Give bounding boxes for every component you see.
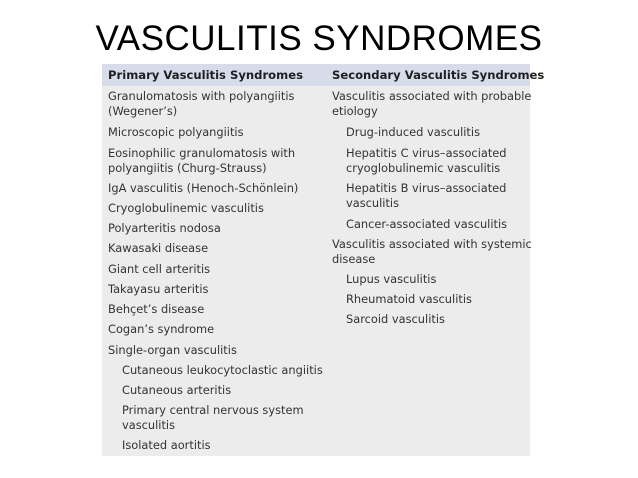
syndromes-table: Primary Vasculitis Syndromes Secondary V…	[102, 64, 544, 456]
list-item: Primary central nervous system vasculiti…	[122, 403, 304, 432]
table-header: Primary Vasculitis Syndromes Secondary V…	[102, 64, 544, 86]
list-item: Lupus vasculitis	[346, 272, 437, 286]
list-item: Granulomatosis with polyangiitis (Wegene…	[108, 89, 295, 118]
list-item: Rheumatoid vasculitis	[346, 292, 472, 306]
list-item: IgA vasculitis (Henoch-Schönlein)	[108, 181, 299, 195]
list-item: Kawasaki disease	[108, 241, 209, 255]
list-item: Vasculitis associated with probable etio…	[332, 89, 532, 118]
header-secondary: Secondary Vasculitis Syndromes	[332, 68, 545, 82]
list-item: Drug-induced vasculitis	[346, 125, 481, 139]
list-item: Takayasu arteritis	[108, 282, 209, 296]
list-item: Cutaneous arteritis	[122, 383, 232, 397]
list-item: Microscopic polyangiitis	[108, 125, 244, 139]
list-item: Giant cell arteritis	[108, 262, 211, 276]
list-item: Hepatitis B virus–associated vasculitis	[346, 181, 507, 210]
list-item: Polyarteritis nodosa	[108, 221, 221, 235]
list-item: Cancer-associated vasculitis	[346, 217, 508, 231]
list-item: Cryoglobulinemic vasculitis	[108, 201, 264, 215]
list-item: Behçet’s disease	[108, 302, 205, 316]
slide-title: VASCULITIS SYNDROMES	[95, 19, 543, 58]
list-item: Cutaneous leukocytoclastic angiitis	[122, 363, 323, 377]
list-item: Sarcoid vasculitis	[346, 312, 445, 326]
list-item: Hepatitis C virus–associated cryoglobuli…	[346, 146, 507, 175]
list-item: Cogan’s syndrome	[108, 322, 215, 336]
list-item: Vasculitis associated with systemic dise…	[332, 237, 532, 266]
list-item: Isolated aortitis	[122, 438, 211, 452]
list-item: Single-organ vasculitis	[108, 343, 237, 357]
list-item: Eosinophilic granulomatosis with polyang…	[108, 146, 296, 175]
header-primary: Primary Vasculitis Syndromes	[108, 68, 303, 82]
